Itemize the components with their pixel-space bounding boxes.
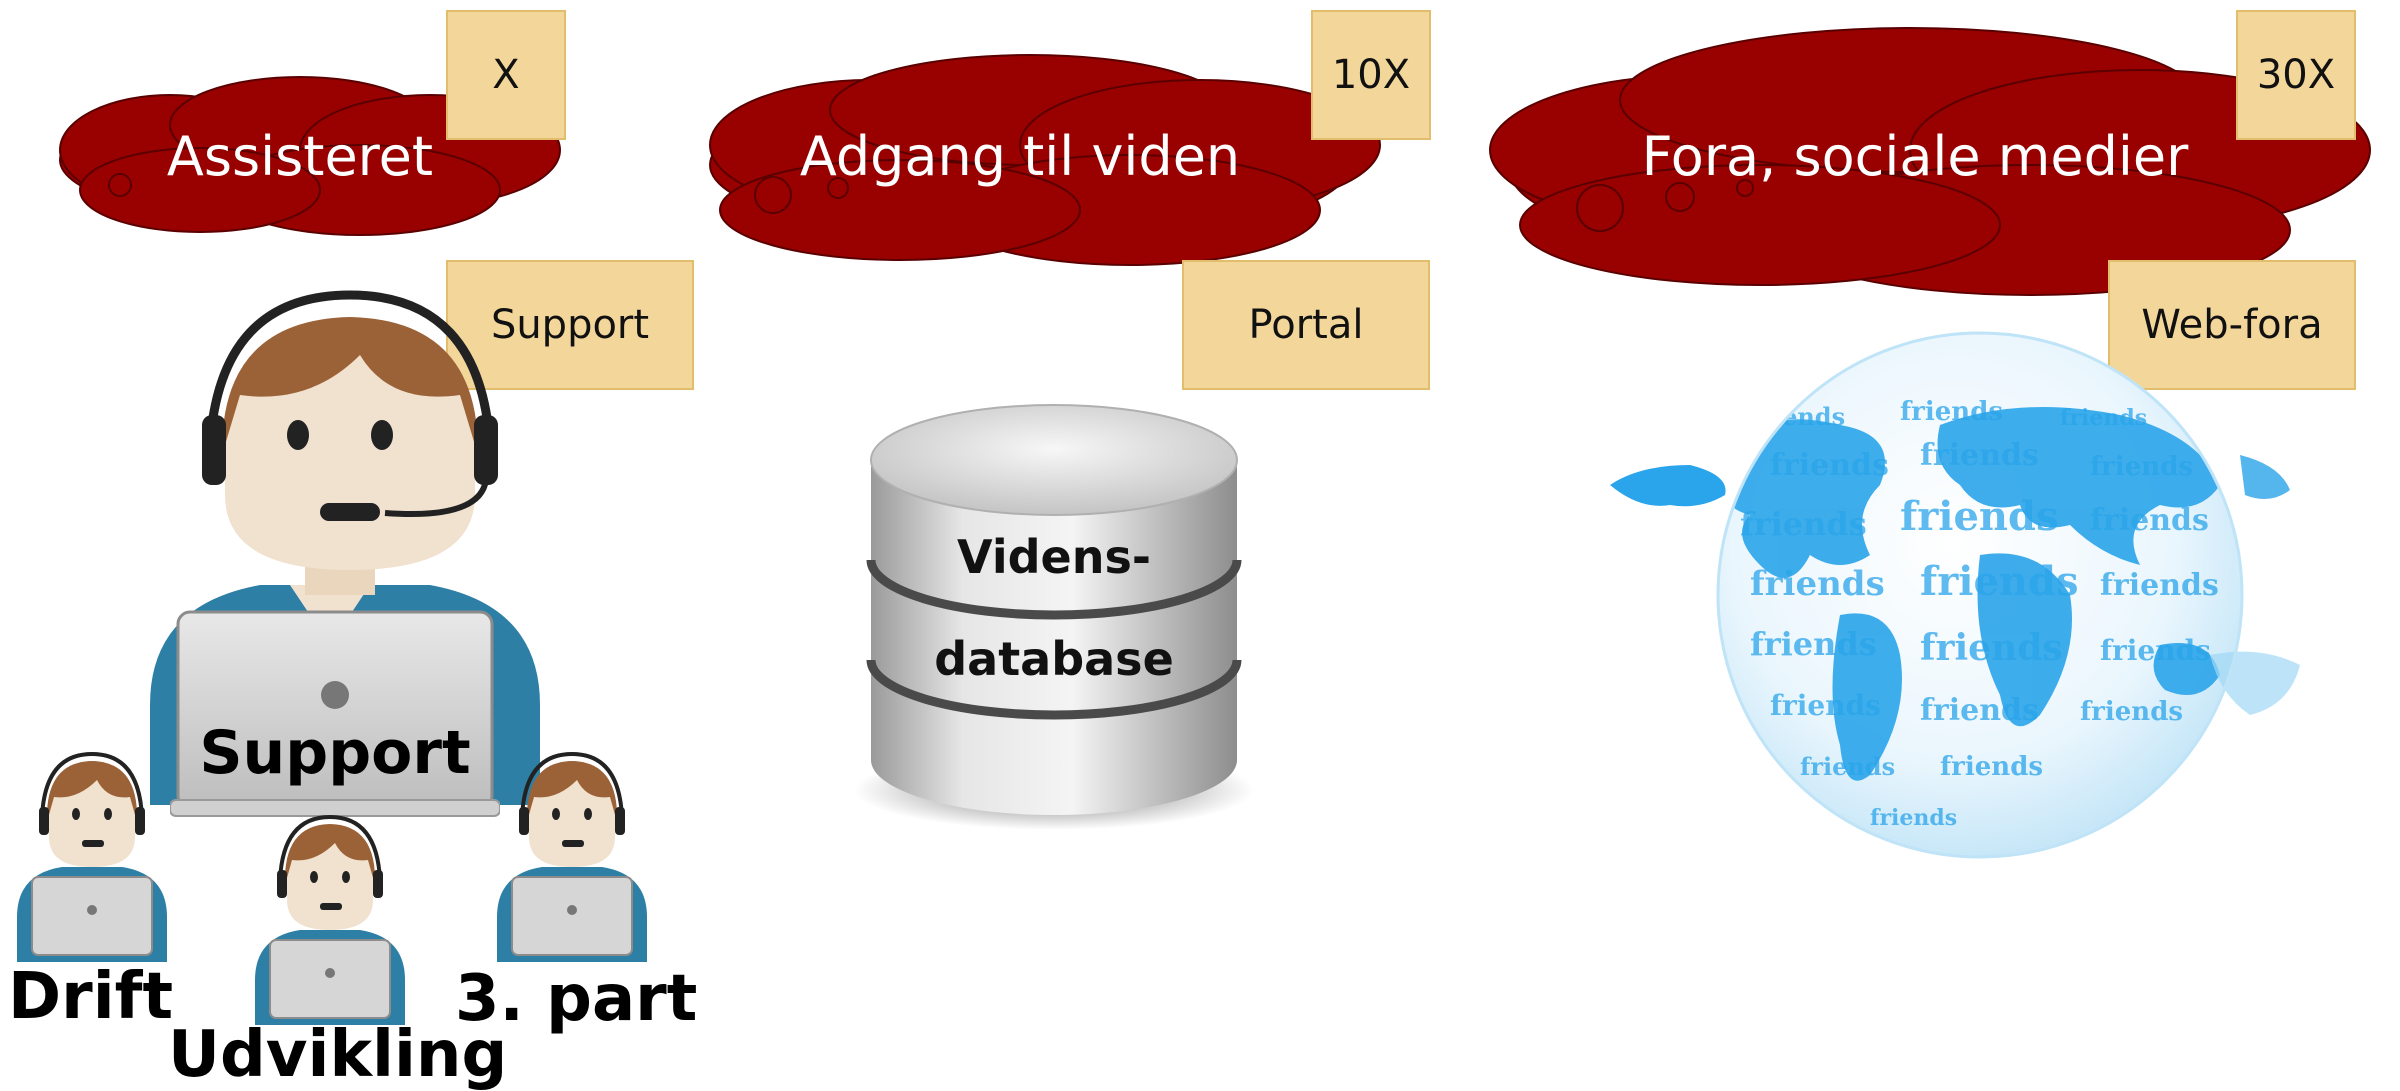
database-label-line1: Videns-	[957, 530, 1151, 584]
globe-word-14: friends	[1920, 627, 2063, 669]
globe-word-21: friends	[1870, 805, 1957, 831]
globe-word-2: friends	[1900, 397, 2003, 427]
database-icon	[854, 404, 1254, 830]
globe-word-11: friends	[1920, 558, 2079, 605]
third-party-agent-icon	[497, 752, 647, 962]
globe-word-3: friends	[2060, 405, 2147, 431]
laptop-icon	[170, 610, 500, 817]
scale-note-10x: 10X	[1311, 10, 1431, 140]
globe-word-5: friends	[1920, 438, 2039, 473]
team-label-3-part: 3. part	[455, 962, 698, 1036]
globe-word-17: friends	[1920, 693, 2039, 728]
globe-word-16: friends	[1770, 689, 1881, 722]
database-label-line2: database	[934, 632, 1174, 686]
channel-note-support: Support	[446, 260, 694, 390]
cloud-title-fora: Fora, sociale medier	[1641, 125, 2189, 188]
drift-agent-icon	[17, 752, 167, 962]
globe-icon: friends friends friends friends friends …	[1610, 331, 2300, 859]
channel-note-web-fora: Web-fora	[2108, 260, 2356, 390]
laptop-label: Support	[199, 718, 471, 788]
scale-note-x: X	[446, 10, 566, 140]
channel-note-portal: Portal	[1182, 260, 1430, 390]
globe-word-7: friends	[1740, 505, 1867, 543]
cloud-title-assisteret: Assisteret	[166, 125, 434, 188]
scale-note-30x: 30X	[2236, 10, 2356, 140]
globe-word-12: friends	[2100, 568, 2219, 603]
globe-word-8: friends	[1900, 493, 2059, 540]
globe-word-9: friends	[2090, 503, 2209, 538]
cloud-title-adgang: Adgang til viden	[799, 125, 1241, 188]
globe-word-10: friends	[1750, 564, 1885, 604]
globe-word-13: friends	[1750, 625, 1877, 663]
cloud-fora-sociale-medier	[1489, 27, 2371, 296]
globe-word-20: friends	[1940, 752, 2043, 782]
globe-word-4: friends	[1770, 448, 1889, 483]
udvikling-agent-icon	[255, 815, 405, 1025]
team-label-udvikling: Udvikling	[168, 1018, 508, 1091]
globe-word-15: friends	[2100, 634, 2211, 667]
globe-word-18: friends	[2080, 697, 2183, 727]
globe-word-19: friends	[1800, 752, 1895, 781]
clouds-layer	[59, 27, 2371, 296]
globe-word-6: friends	[2090, 452, 2193, 482]
team-label-drift: Drift	[8, 960, 174, 1034]
cloud-adgang-til-viden	[709, 54, 1381, 266]
